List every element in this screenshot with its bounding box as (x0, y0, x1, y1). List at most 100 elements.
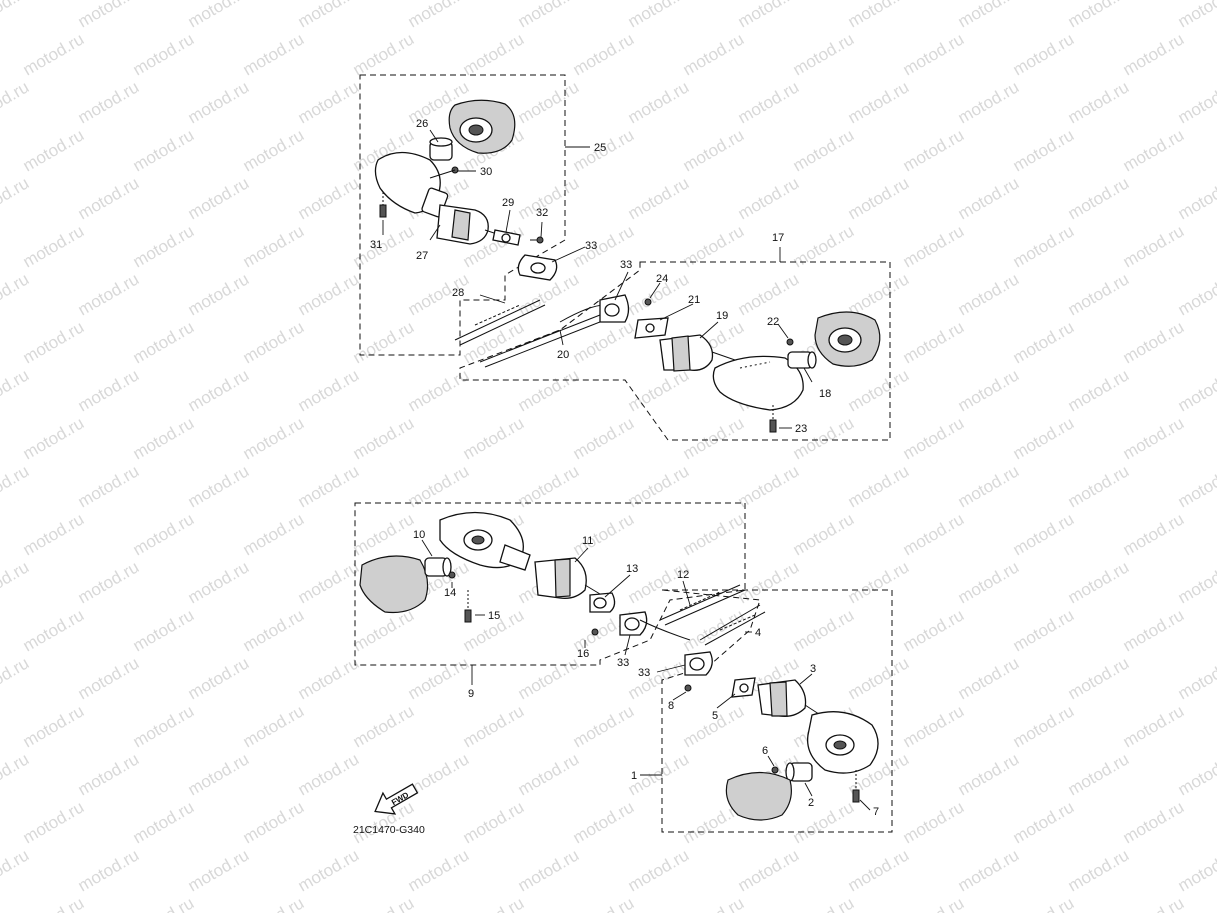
watermark-text: motod.ru (405, 845, 473, 895)
watermark-text: motod.ru (570, 29, 638, 79)
watermark-text: motod.ru (515, 173, 583, 223)
callouts: 25 26 30 31 27 29 32 33 28 33 24 21 19 1… (370, 118, 879, 818)
watermark-text: motod.ru (130, 893, 198, 913)
lens-housing-rear-right (814, 311, 881, 367)
bracket-33d (684, 651, 713, 676)
watermark-text: motod.ru (845, 173, 913, 223)
screw-16 (591, 628, 599, 636)
watermark-text: motod.ru (0, 749, 32, 799)
watermark-text: motod.ru (295, 461, 363, 511)
top-assembly (359, 74, 891, 441)
watermark-text: motod.ru (570, 797, 638, 847)
watermark-text: motod.ru (570, 509, 638, 559)
callout-11: 11 (582, 535, 593, 547)
watermark-text: motod.ru (1175, 269, 1217, 319)
watermark-text: motod.ru (1010, 797, 1078, 847)
watermark-text: motod.ru (20, 509, 88, 559)
callout-24: 24 (656, 273, 668, 285)
callout-26: 26 (416, 118, 428, 130)
watermark-text: motod.ru (1065, 77, 1133, 127)
watermark-text: motod.ru (240, 605, 308, 655)
watermark-text: motod.ru (900, 509, 968, 559)
watermark-text: motod.ru (900, 29, 968, 79)
callout-22: 22 (767, 316, 779, 328)
watermark-text: motod.ru (790, 797, 858, 847)
wire-leads-4 (699, 604, 766, 646)
callout-4: 4 (755, 627, 761, 639)
watermark-text: motod.ru (295, 0, 363, 31)
callout-33a: 33 (585, 240, 597, 252)
watermark-text: motod.ru (955, 557, 1023, 607)
watermark-text: motod.ru (240, 125, 308, 175)
callout-33c: 33 (617, 657, 629, 669)
watermark-text: motod.ru (295, 365, 363, 415)
callout-30: 30 (480, 166, 492, 178)
watermark-text: motod.ru (1120, 893, 1188, 913)
bulb-26 (429, 137, 453, 161)
watermark-text: motod.ru (845, 0, 913, 31)
watermark-text: motod.ru (130, 509, 198, 559)
watermark-text: motod.ru (1010, 701, 1078, 751)
callout-10: 10 (413, 529, 425, 541)
watermark-text: motod.ru (900, 221, 968, 271)
screw-32 (530, 236, 544, 244)
watermark-text: motod.ru (570, 893, 638, 913)
screw-7 (852, 770, 860, 803)
watermark-text: motod.ru (295, 845, 363, 895)
watermark-text: motod.ru (790, 509, 858, 559)
watermark-text: motod.ru (130, 29, 198, 79)
watermark-text: motod.ru (1175, 365, 1217, 415)
watermark-text: motod.ru (625, 461, 693, 511)
watermark-text: motod.ru (130, 317, 198, 367)
watermark-text: motod.ru (735, 173, 803, 223)
watermark-text: motod.ru (1175, 749, 1217, 799)
watermark-text: motod.ru (680, 893, 748, 913)
callout-28: 28 (452, 287, 464, 299)
watermark-text: motod.ru (735, 269, 803, 319)
watermark-text: motod.ru (405, 653, 473, 703)
watermark-text: motod.ru (1010, 605, 1078, 655)
watermark-text: motod.ru (1175, 461, 1217, 511)
watermark-text: motod.ru (350, 605, 418, 655)
watermark-text: motod.ru (295, 77, 363, 127)
watermark-text: motod.ru (955, 461, 1023, 511)
watermark-text: motod.ru (515, 461, 583, 511)
watermark-text: motod.ru (20, 317, 88, 367)
watermark-text: motod.ru (790, 605, 858, 655)
watermark-text: motod.ru (0, 845, 32, 895)
lens-body-17 (712, 355, 804, 411)
watermark-text: motod.ru (955, 653, 1023, 703)
watermark-text: motod.ru (20, 605, 88, 655)
watermark-text: motod.ru (570, 701, 638, 751)
watermark-text: motod.ru (900, 413, 968, 463)
watermark-text: motod.ru (295, 557, 363, 607)
callout-29: 29 (502, 197, 514, 209)
watermark-text: motod.ru (900, 797, 968, 847)
watermark-text: motod.ru (1120, 125, 1188, 175)
watermark-text: motod.ru (295, 749, 363, 799)
socket-19 (659, 334, 736, 372)
watermark-text: motod.ru (680, 221, 748, 271)
wire-leads-12 (659, 584, 746, 626)
wire-leads-20 (479, 304, 606, 368)
callout-20: 20 (557, 349, 569, 361)
watermark-text: motod.ru (735, 77, 803, 127)
watermark-text: motod.ru (845, 365, 913, 415)
watermark-text: motod.ru (1175, 557, 1217, 607)
watermark-text: motod.ru (900, 701, 968, 751)
watermark-text: motod.ru (240, 893, 308, 913)
bottom-assembly (354, 502, 893, 833)
watermark-text: motod.ru (680, 125, 748, 175)
watermark-text: motod.ru (845, 461, 913, 511)
watermark-text: motod.ru (240, 317, 308, 367)
watermark-text: motod.ru (1175, 653, 1217, 703)
watermark-text: motod.ru (350, 413, 418, 463)
watermark-text: motod.ru (735, 845, 803, 895)
stay-5 (731, 677, 756, 698)
watermark-text: motod.ru (75, 845, 143, 895)
watermark-text: motod.ru (845, 77, 913, 127)
watermark-text: motod.ru (955, 365, 1023, 415)
watermark-text: motod.ru (460, 701, 528, 751)
